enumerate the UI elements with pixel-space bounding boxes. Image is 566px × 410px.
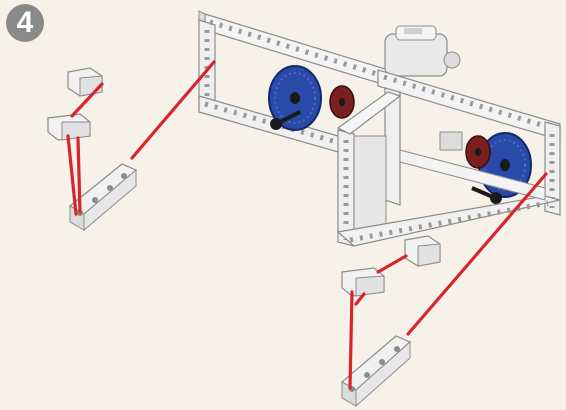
left-loose-parts [48, 68, 136, 230]
angle-connector-icon [68, 68, 102, 96]
connector-line [68, 136, 76, 214]
angle-connector-icon [405, 236, 440, 266]
connector-line [78, 138, 80, 212]
connector-line [350, 292, 352, 388]
red-gear-icon [330, 86, 354, 118]
connector-line [378, 256, 406, 272]
motor-icon [385, 26, 460, 76]
frame-beam-icon [378, 70, 560, 140]
connector-peg-icon [440, 132, 462, 150]
main-frame-assembly [199, 11, 560, 246]
right-loose-parts [342, 236, 440, 406]
frame-beam-icon [338, 130, 354, 246]
red-gear-icon [466, 136, 490, 168]
